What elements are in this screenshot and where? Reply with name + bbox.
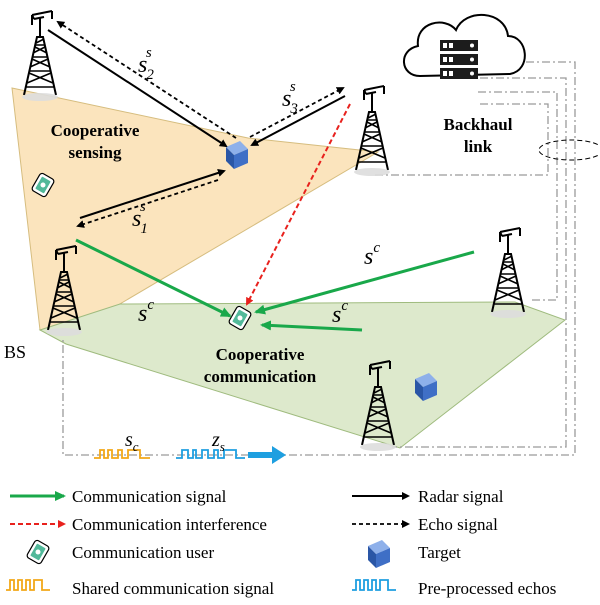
- radar-signal-s3: [250, 95, 346, 146]
- cloud-server-icon: [403, 14, 526, 79]
- signal-label-sc-left: sc: [138, 297, 154, 327]
- echo-signal-s2: [56, 20, 237, 139]
- sensing-label-line1: Cooperative: [51, 121, 140, 140]
- communication-signal-right: [254, 250, 475, 315]
- base-station-tower-middle-right: [489, 227, 527, 319]
- legend-item-communication-user: Communication user: [25, 538, 214, 566]
- svg-text:Communication user: Communication user: [72, 543, 214, 562]
- legend-item-communication-interference: Communication interference: [10, 515, 267, 534]
- svg-text:Communication signal: Communication signal: [72, 487, 227, 506]
- waveform-label-sc: sc: [125, 429, 139, 454]
- backhaul-label-line2: link: [464, 137, 493, 156]
- legend: Communication signal Radar signal Commun…: [6, 487, 556, 598]
- radar-links: [47, 20, 346, 228]
- legend-item-preprocessed-echos: Pre-processed echos: [352, 579, 556, 598]
- communication-signal-left: [75, 238, 232, 318]
- shared-communication-waveform: sc: [94, 429, 150, 459]
- svg-text:Radar signal: Radar signal: [418, 487, 504, 506]
- preprocessed-echo-waveform: zs: [176, 429, 286, 464]
- waveform-direction-arrow: [248, 446, 286, 464]
- signal-label-s2: s2s: [138, 45, 154, 83]
- communication-label-line1: Cooperative: [216, 345, 305, 364]
- communication-links: [75, 238, 475, 332]
- communication-interference-link: [246, 103, 351, 306]
- legend-item-echo-signal: Echo signal: [352, 515, 498, 534]
- radar-signal-s1: [79, 169, 226, 219]
- legend-item-communication-signal: Communication signal: [10, 487, 227, 506]
- legend-item-target: Target: [368, 540, 461, 568]
- signal-label-s3: s3s: [282, 79, 298, 117]
- echo-signal-s3: [249, 87, 345, 138]
- waveform-label-zs: zs: [211, 429, 225, 454]
- bs-label: BS: [4, 342, 26, 362]
- signal-label-s1: s1s: [132, 199, 148, 237]
- signal-label-sc-right: sc: [364, 240, 380, 270]
- communication-region: [38, 301, 567, 449]
- base-station-tower-top-left: [21, 10, 59, 102]
- svg-text:Target: Target: [418, 543, 461, 562]
- base-station-tower-top-right: [353, 85, 391, 177]
- svg-text:Echo signal: Echo signal: [418, 515, 498, 534]
- svg-text:Communication interference: Communication interference: [72, 515, 267, 534]
- communication-signal-mid: [260, 320, 363, 332]
- legend-item-shared-signal: Shared communication signal: [6, 579, 274, 598]
- backhaul-label-line1: Backhaul: [444, 115, 513, 134]
- sensing-region: [11, 87, 380, 339]
- communication-label-line2: communication: [204, 367, 317, 386]
- backhaul-links: [62, 61, 576, 456]
- backhaul-bundle-ellipse: [538, 139, 600, 161]
- signal-label-sc-mid: sc: [332, 298, 348, 328]
- svg-text:Shared communication signal: Shared communication signal: [72, 579, 274, 598]
- sensing-label-line2: sensing: [69, 143, 122, 162]
- svg-text:Pre-processed echos: Pre-processed echos: [418, 579, 556, 598]
- radar-signal-s2: [47, 29, 228, 148]
- legend-item-radar-signal: Radar signal: [352, 487, 504, 506]
- echo-signal-s1: [76, 179, 219, 228]
